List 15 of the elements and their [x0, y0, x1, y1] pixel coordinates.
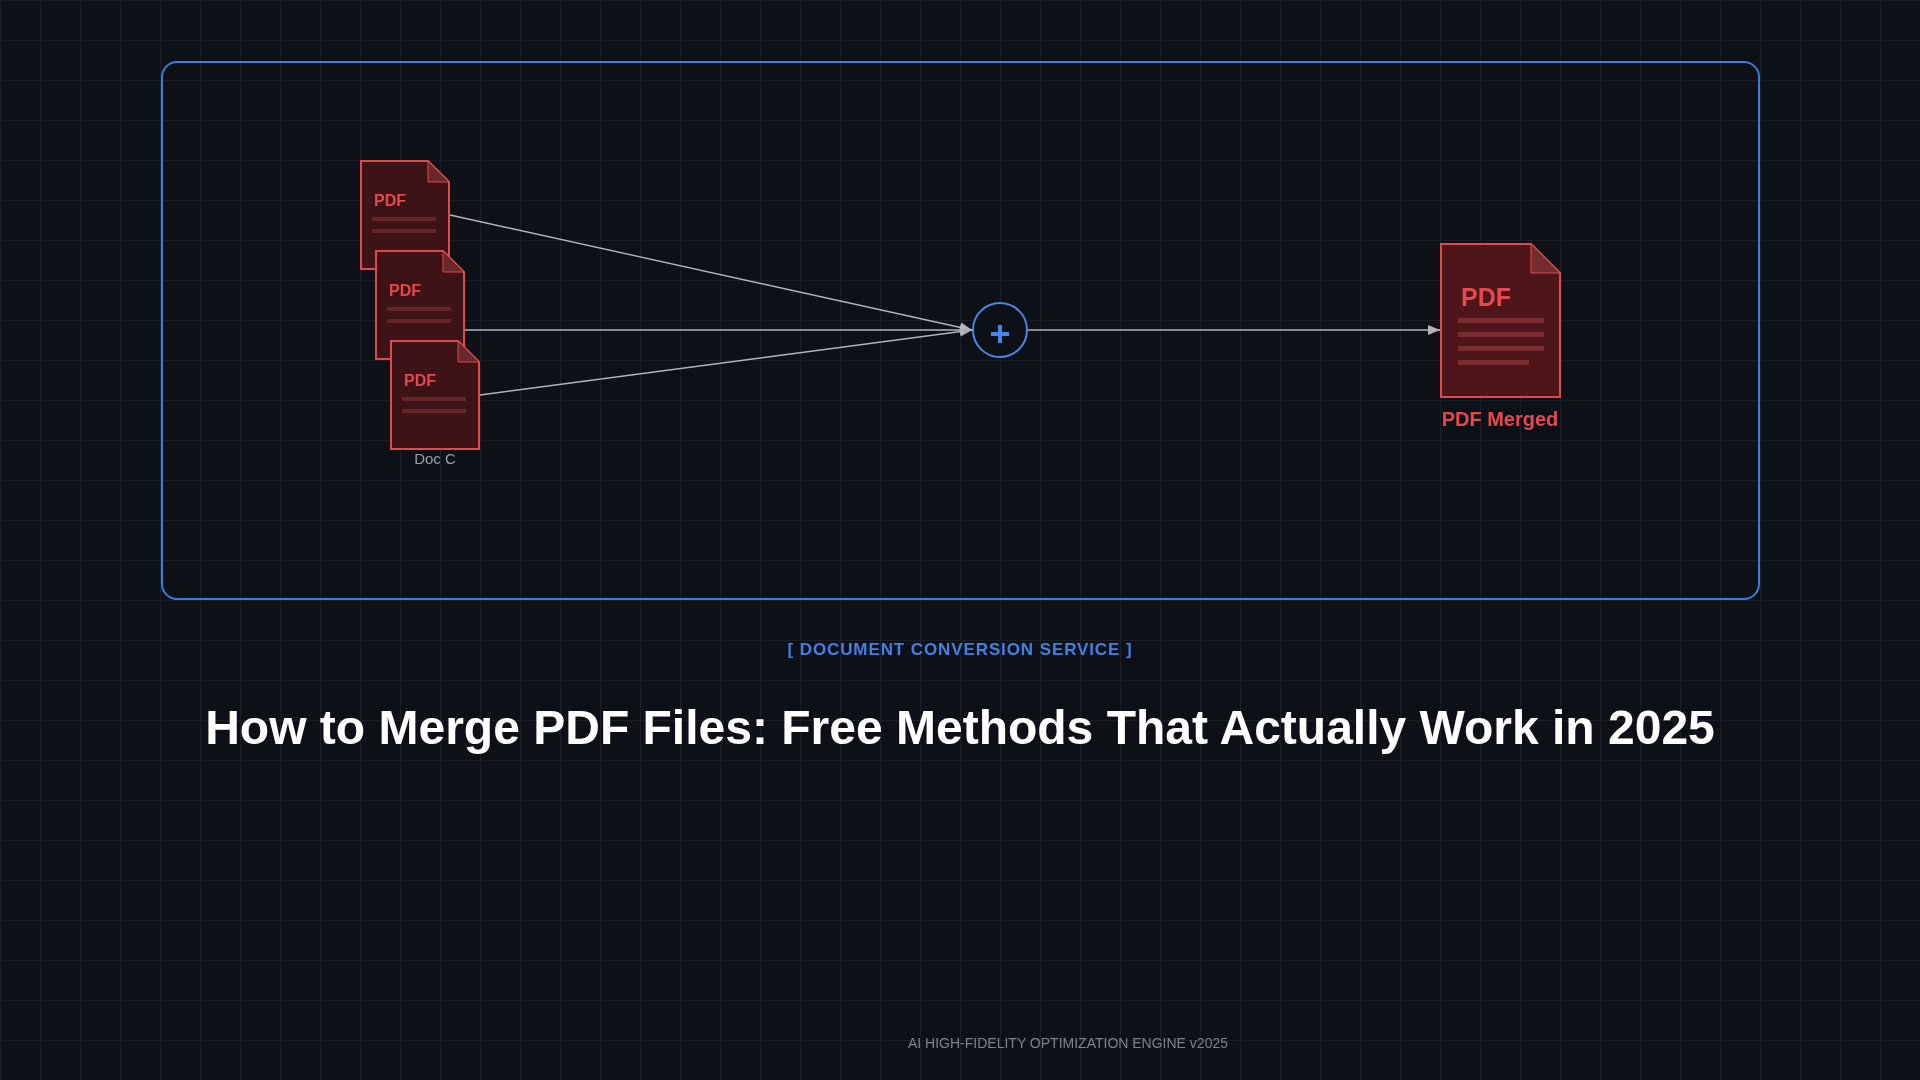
subtitle: [ DOCUMENT CONVERSION SERVICE ]	[787, 640, 1133, 660]
arrow	[479, 326, 973, 396]
file-type-label: PDF	[389, 282, 421, 301]
document-page	[1440, 243, 1561, 398]
file-name: Doc C	[414, 450, 456, 468]
title: How to Merge PDF Files: Free Methods That Actually Work in 2025	[205, 699, 1715, 755]
container-frame	[161, 61, 1760, 600]
file-type-label: PDF	[404, 372, 436, 391]
merge-circle	[972, 302, 1028, 358]
arrow	[1027, 324, 1441, 336]
footer-text: AI HIGH-FIDELITY OPTIMIZATION ENGINE v2025	[908, 1035, 1228, 1052]
file-type-label: PDF	[374, 192, 406, 211]
document-page	[390, 340, 480, 450]
file-name: PDF Merged	[1441, 407, 1559, 431]
file-type-label: PDF	[1461, 283, 1511, 312]
